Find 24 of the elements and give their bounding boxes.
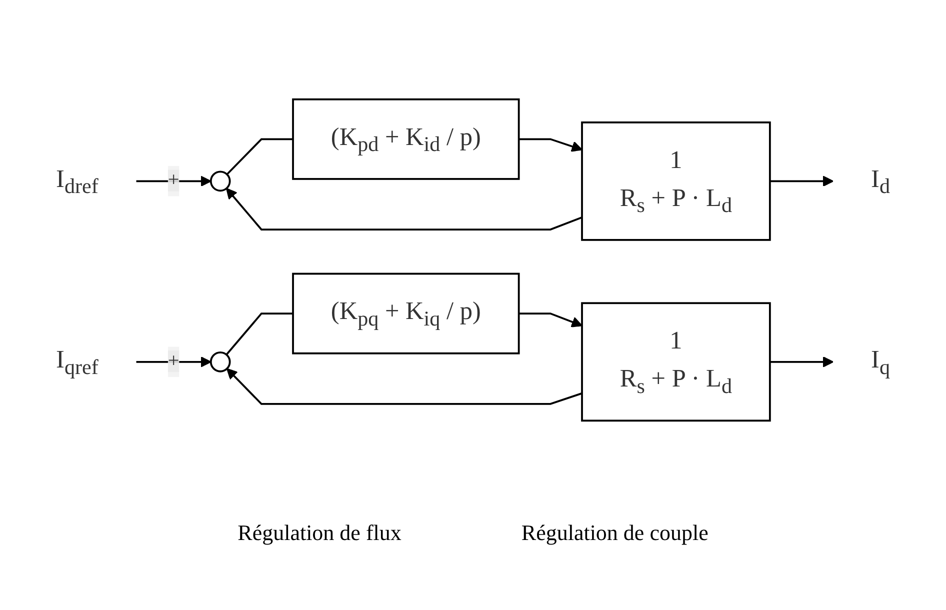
node-box: (K$_{pd}$ + K$_{id}$ / p) bbox=[292, 98, 520, 180]
node-box: 1 R$_{s}$ + P · L$_{d}$ bbox=[581, 302, 771, 422]
arrow bbox=[136, 356, 212, 368]
connector bbox=[226, 138, 293, 176]
node-box: (K$_{pq}$ + K$_{iq}$ / p) bbox=[292, 272, 520, 354]
arrow bbox=[518, 312, 582, 328]
node-text: I$_{q}$ bbox=[871, 346, 890, 379]
connector bbox=[226, 312, 293, 356]
arrow bbox=[770, 176, 834, 187]
arrow bbox=[136, 176, 212, 187]
arrow bbox=[770, 356, 834, 368]
arrow bbox=[518, 138, 582, 152]
loop-caption: Régulation de flux bbox=[238, 520, 402, 546]
node-text: I$_{d}$ bbox=[871, 165, 890, 198]
arrow bbox=[226, 188, 582, 230]
node-text: I$_{qref}$ bbox=[56, 346, 98, 379]
node-box: 1 R$_{s}$ + P · L$_{d}$ bbox=[581, 121, 771, 241]
node-text: I$_{dref}$ bbox=[56, 165, 98, 198]
loop-caption: Régulation de couple bbox=[521, 520, 708, 546]
arrow bbox=[226, 368, 582, 405]
node-circle bbox=[210, 351, 231, 372]
edge-label: + bbox=[168, 170, 180, 192]
edge-label: + bbox=[168, 350, 180, 372]
node-circle bbox=[210, 170, 231, 192]
